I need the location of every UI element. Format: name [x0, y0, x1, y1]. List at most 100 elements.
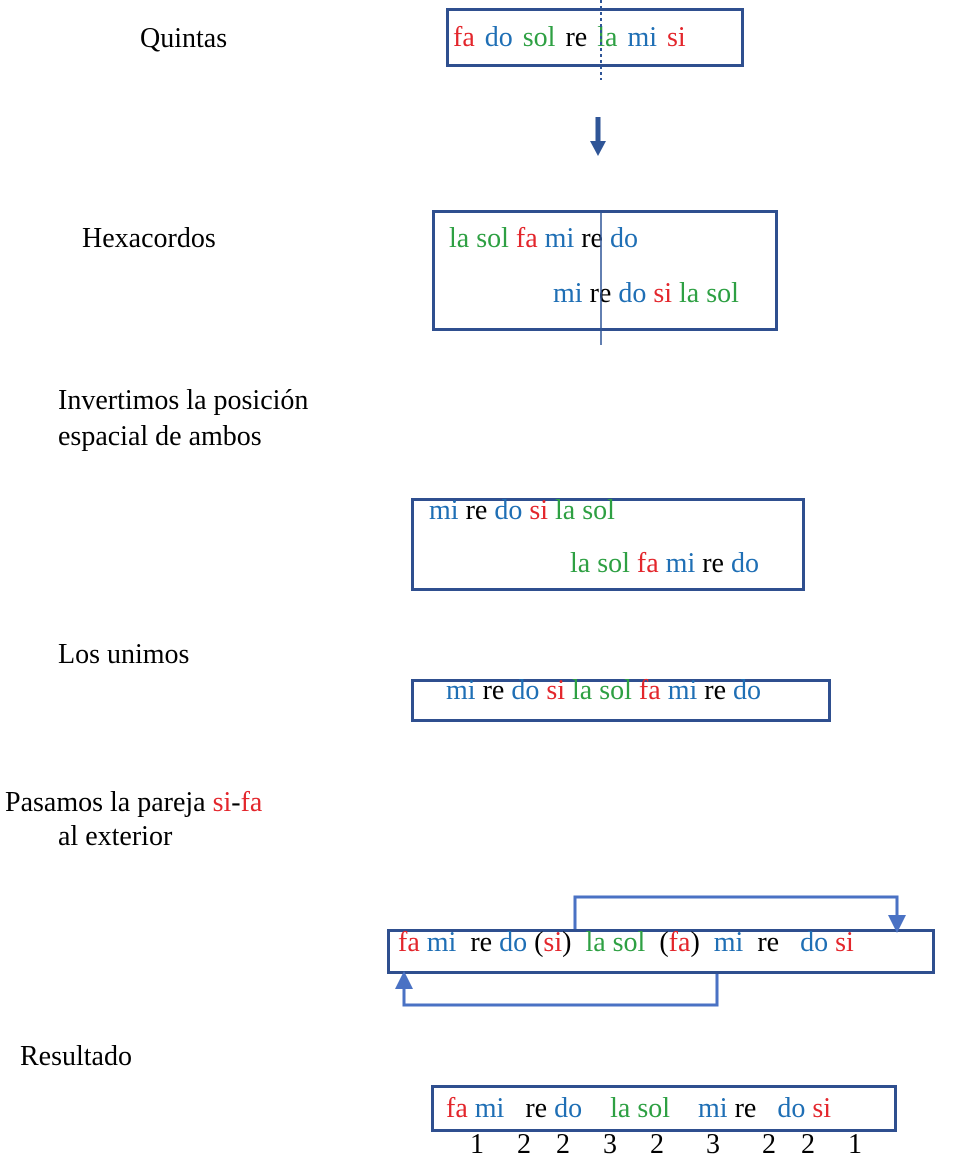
pasamos-prefix: Pasamos la pareja	[5, 787, 213, 818]
exterior-note: fa	[668, 927, 691, 958]
quintas-box	[446, 8, 744, 67]
resultado-box	[431, 1085, 897, 1132]
interval-number: 2	[762, 1129, 776, 1160]
quintas-note: do	[484, 22, 513, 53]
quintas-note: sol	[522, 22, 556, 53]
unidos-box	[411, 679, 831, 722]
hexacordo-note: la	[449, 223, 470, 254]
exterior-note: fa	[398, 927, 420, 958]
resultado-note: re	[525, 1093, 548, 1124]
label-invertimos-line2: espacial de ambos	[58, 421, 262, 452]
top-connector-arrow	[573, 895, 906, 933]
bottom-connector-arrow	[395, 971, 719, 1007]
exterior-note: do	[800, 927, 829, 958]
resultado-note: mi	[474, 1093, 505, 1124]
interval-number: 2	[650, 1129, 664, 1160]
unidos-note: re	[482, 675, 505, 706]
unidos-row: mi re do si la sol fa mi re do	[446, 674, 761, 708]
hexacordo-note: sol	[476, 223, 509, 254]
unidos-note: do	[511, 675, 540, 706]
resultado-note: si	[812, 1093, 832, 1124]
invertido-note: la	[555, 495, 576, 526]
quintas-note: mi	[627, 22, 657, 53]
exterior-paren: (	[534, 927, 544, 958]
hexacordo-note: fa	[515, 223, 538, 254]
hexacordo-row-2: mi re do si la sol	[553, 277, 739, 311]
label-hexacordos: Hexacordos	[82, 223, 216, 254]
unidos-note: si	[546, 675, 566, 706]
invertido-note: re	[465, 495, 488, 526]
exterior-paren: (	[659, 927, 669, 958]
label-invertimos-line1: Invertimos la posición	[58, 385, 309, 416]
invertido-row-1: mi re do si la sol	[429, 494, 615, 528]
hexacordo-note: si	[653, 278, 673, 309]
invertido-note: re	[702, 548, 724, 579]
invertido-note: sol	[597, 548, 630, 579]
invertido-note: do	[494, 495, 523, 526]
exterior-note: mi	[426, 927, 457, 958]
hexacordo-note: re	[589, 278, 612, 309]
invertido-note: si	[529, 495, 549, 526]
exterior-box	[387, 929, 935, 974]
hexacordo-note: mi	[553, 278, 583, 309]
resultado-note: sol	[637, 1093, 670, 1124]
invertido-note: mi	[429, 495, 459, 526]
exterior-note: la	[585, 927, 606, 958]
pasamos-dash: -	[231, 787, 241, 818]
unidos-note: la	[572, 675, 593, 706]
resultado-note: mi	[698, 1093, 728, 1124]
resultado-note: do	[554, 1093, 583, 1124]
exterior-note: do	[499, 927, 528, 958]
exterior-note: sol	[612, 927, 646, 958]
hexacordo-note: sol	[706, 278, 739, 309]
label-unimos: Los unimos	[58, 639, 190, 670]
quintas-note: re	[565, 22, 588, 53]
label-resultado: Resultado	[20, 1041, 132, 1072]
invertido-note: sol	[582, 495, 615, 526]
interval-number: 2	[556, 1129, 570, 1160]
resultado-note: do	[777, 1093, 806, 1124]
label-pasamos-line2: al exterior	[58, 821, 173, 852]
label-quintas: Quintas	[140, 23, 228, 54]
exterior-note: mi	[713, 927, 744, 958]
label-pasamos-line1: Pasamos la pareja si-fa	[5, 786, 262, 820]
interval-number: 1	[470, 1129, 484, 1160]
unidos-note: re	[704, 675, 727, 706]
exterior-paren: )	[690, 927, 700, 958]
unidos-note: fa	[638, 675, 661, 706]
quintas-note: fa	[453, 22, 475, 53]
resultado-row: fa mi re do la sol mi re do si	[446, 1092, 831, 1126]
quintas-note: si	[667, 22, 686, 53]
hexacordo-note: la	[679, 278, 700, 309]
unidos-note: mi	[667, 675, 698, 706]
invertido-note: la	[570, 548, 591, 579]
hexacordo-row-1: la sol fa mi re do	[449, 222, 638, 256]
interval-number: 1	[848, 1129, 862, 1160]
exterior-note: si	[543, 927, 563, 958]
pasamos-si: si	[212, 787, 232, 818]
invertido-note: mi	[665, 548, 696, 579]
invertido-box	[411, 498, 805, 591]
invertido-note: do	[731, 548, 759, 579]
interval-number: 2	[517, 1129, 531, 1160]
quintas-note: la	[597, 22, 618, 53]
interval-number: 3	[603, 1129, 617, 1160]
resultado-note: la	[610, 1093, 631, 1124]
resultado-note: re	[734, 1093, 757, 1124]
hexacordo-note: do	[610, 223, 638, 254]
unidos-note: do	[733, 675, 762, 706]
hexacordo-note: re	[581, 223, 603, 254]
exterior-note: re	[757, 927, 780, 958]
invertido-note: fa	[636, 548, 659, 579]
unidos-note: mi	[446, 675, 476, 706]
interval-number: 2	[801, 1129, 815, 1160]
invertido-row-2: la sol fa mi re do	[570, 547, 759, 581]
interval-number: 3	[706, 1129, 720, 1160]
down-arrow-head	[590, 141, 606, 156]
exterior-paren: )	[562, 927, 572, 958]
pasamos-fa: fa	[240, 787, 263, 818]
unidos-note: sol	[599, 675, 632, 706]
exterior-row: fa mi re do (si) la sol (fa) mi re do si	[398, 926, 854, 960]
exterior-note: si	[835, 927, 854, 958]
